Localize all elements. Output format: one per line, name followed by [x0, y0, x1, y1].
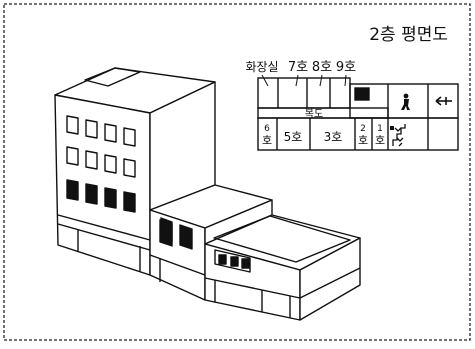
- label-room2-ho: 호: [358, 134, 368, 147]
- leader-room8: [319, 74, 323, 87]
- roof-structure: [84, 67, 141, 87]
- leader-restroom: [261, 74, 269, 87]
- label-room1-num: 1: [377, 124, 383, 134]
- stairs-icon: [390, 124, 406, 147]
- ground-band: [57, 214, 151, 241]
- label-corridor: 복도: [305, 108, 323, 120]
- windows-row-1: [66, 115, 136, 147]
- ground-band: [57, 223, 151, 251]
- bottom-room-block: [257, 117, 459, 151]
- label-room6-ho: 호: [262, 134, 272, 147]
- annex-band: [299, 267, 361, 299]
- label-restroom: 화장실: [245, 60, 278, 74]
- annex-band: [204, 277, 301, 299]
- dark-window: [160, 217, 173, 243]
- annex-roof-ridge: [213, 215, 351, 263]
- annex-window: [230, 256, 239, 267]
- windows-row-3: [66, 179, 136, 213]
- label-room8: 8호: [312, 60, 332, 75]
- annex-window: [241, 258, 250, 269]
- dark-window: [179, 224, 193, 250]
- ground-band: [149, 254, 206, 276]
- outer-border: [3, 3, 471, 341]
- annex-window: [218, 254, 227, 265]
- building-illustration: [54, 67, 361, 321]
- annex-side: [299, 237, 361, 321]
- marked-room-icon: [354, 87, 370, 101]
- diagram-title: 2층 평면도: [369, 25, 448, 45]
- top-room-block: [257, 77, 351, 109]
- leader-room9: [344, 74, 347, 87]
- arrow-left-icon: [435, 96, 452, 106]
- label-room9: 9호: [336, 60, 356, 75]
- label-room5: 5호: [284, 130, 303, 144]
- label-room7: 7호: [288, 60, 308, 75]
- label-room3: 3호: [324, 130, 343, 144]
- leader-room7: [295, 74, 299, 87]
- label-room6-num: 6: [264, 124, 270, 134]
- label-room1-ho: 호: [375, 134, 385, 147]
- label-room2-num: 2: [360, 124, 366, 134]
- windows-row-2: [66, 146, 136, 178]
- floor-plan: 화장실 7호 8호 9호 복도 6 호 5호 3호 2 호: [245, 60, 459, 151]
- person-icon: [401, 93, 410, 110]
